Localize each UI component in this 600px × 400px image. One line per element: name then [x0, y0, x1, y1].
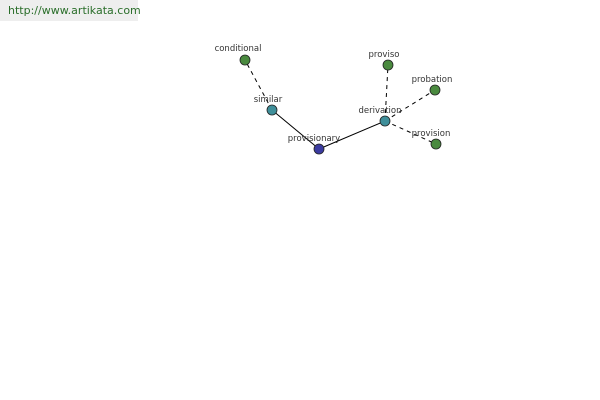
node-label-provision[interactable]: provision [412, 129, 451, 139]
url-banner: http://www.artikata.com [0, 0, 141, 21]
node-label-similar[interactable]: similar [254, 95, 283, 105]
edge-provisionary-derivation [318, 120, 386, 150]
edge-derivation-provision [384, 120, 437, 145]
node-label-conditional[interactable]: conditional [215, 44, 262, 54]
node-provisionary[interactable] [313, 143, 325, 155]
edge-derivation-proviso [384, 64, 389, 122]
node-label-derivation[interactable]: derivation [358, 106, 401, 116]
site-url-link[interactable]: http://www.artikata.com [8, 4, 141, 17]
labels-layer: provisionary similar derivation conditional… [215, 44, 453, 144]
edge-provisionary-similar [271, 109, 320, 150]
nodes-layer [239, 54, 442, 155]
edge-similar-conditional [244, 59, 273, 111]
edges-layer [244, 59, 437, 150]
node-probation[interactable] [429, 84, 441, 96]
node-label-provisionary[interactable]: provisionary [288, 134, 340, 144]
node-derivation[interactable] [379, 115, 391, 127]
node-provision[interactable] [430, 138, 442, 150]
node-proviso[interactable] [382, 59, 394, 71]
node-label-probation[interactable]: probation [412, 75, 453, 85]
edge-derivation-probation [384, 89, 436, 122]
node-conditional[interactable] [239, 54, 251, 66]
node-similar[interactable] [266, 104, 278, 116]
node-label-proviso[interactable]: proviso [369, 50, 400, 60]
